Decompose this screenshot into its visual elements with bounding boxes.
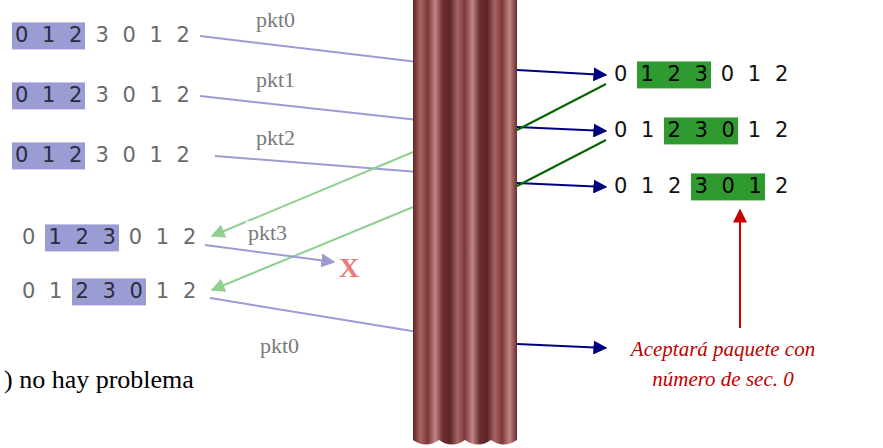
sequence-numbers: 0 [614,62,627,87]
sequence-numbers: 0 1 2 [721,62,788,87]
packet-arrow [205,245,334,262]
sequence-numbers: 3 0 1 2 [95,83,189,108]
packet-label: pkt3 [246,221,289,245]
sequence-numbers: 0 1 2 [15,143,82,167]
sequence-numbers: 0 1 [614,118,654,143]
loss-mark: X [339,253,359,284]
sequence-numbers: 2 [775,174,788,199]
sequence-numbers: 0 [22,225,35,250]
sequence-numbers: 2 3 0 [667,118,734,142]
packet-arrow [212,205,418,290]
packet-arrow [210,298,418,332]
sequence-numbers: 1 2 [748,118,788,143]
window-highlight: 1 2 3 [637,61,710,88]
window-highlight: 2 3 0 [72,278,145,305]
window-highlight: 0 1 2 [12,22,85,49]
window-row: 0 1 2 3 0 1 2 [12,82,190,109]
sequence-numbers: 3 0 1 [694,174,761,198]
packet-label: pkt0 [254,8,297,32]
window-row: 0 1 2 3 0 1 2 [614,173,788,200]
packet-label: pkt1 [254,68,297,92]
sequence-numbers: 3 0 1 2 [95,23,189,48]
window-row: 0 1 2 3 0 1 2 [614,61,788,88]
curtain [413,0,517,445]
sequence-numbers: 0 1 [22,279,62,304]
window-row: 0 1 2 3 0 1 2 [22,278,196,305]
packet-arrow [739,210,741,328]
window-row: 0 1 2 3 0 1 2 [12,142,190,169]
sequence-numbers: 1 2 3 [48,225,115,249]
sequence-numbers: 0 1 2 [129,225,196,250]
window-highlight: 0 1 2 [12,142,85,169]
slide-text: ) no hay problema [4,366,194,395]
sequence-numbers: 0 1 2 [614,174,681,199]
packet-arrow [517,84,606,130]
packet-arrow [215,156,418,172]
window-highlight: 3 0 1 [691,173,764,200]
packet-arrow [212,150,418,236]
packet-arrow [517,70,606,75]
window-highlight: 1 2 3 [45,224,118,251]
annotation: Aceptará paquete con número de sec. 0 [598,334,848,395]
packet-arrow [517,183,606,187]
packet-arrow [517,140,606,186]
packet-arrow [200,36,418,62]
sequence-numbers: 1 2 3 [640,62,707,86]
window-row: 0 1 2 3 0 1 2 [614,117,788,144]
packet-arrow [517,344,606,348]
sequence-numbers: 2 3 0 [75,279,142,303]
sequence-numbers: 3 0 1 2 [95,143,189,168]
window-row: 0 1 2 3 0 1 2 [12,22,190,49]
window-row: 0 1 2 3 0 1 2 [22,224,196,251]
sequence-numbers: 0 1 2 [15,83,82,107]
window-highlight: 2 3 0 [664,117,737,144]
sequence-numbers: 1 2 [156,279,196,304]
packet-arrow [200,96,418,120]
window-highlight: 0 1 2 [12,82,85,109]
packet-label: pkt2 [254,126,297,150]
sequence-numbers: 0 1 2 [15,23,82,47]
packet-label: pkt0 [258,334,301,358]
packet-arrow [517,127,606,131]
